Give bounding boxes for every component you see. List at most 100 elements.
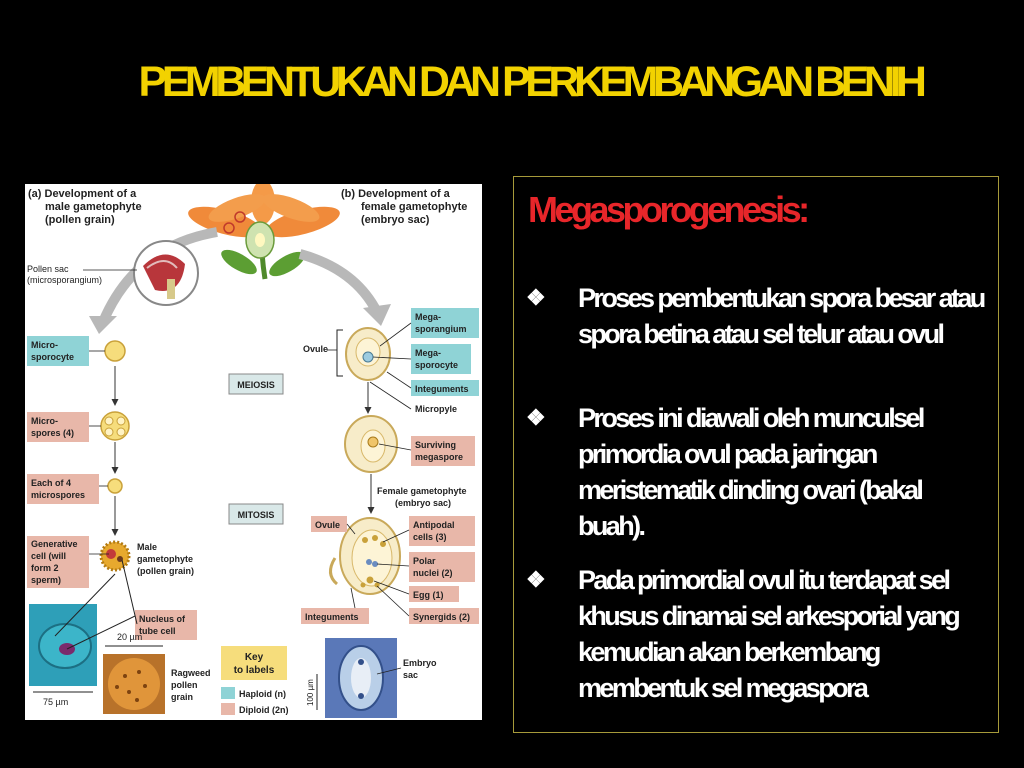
svg-text:75 µm: 75 µm	[43, 697, 68, 707]
svg-text:(embryo sac): (embryo sac)	[395, 498, 451, 508]
svg-text:Nucleus of: Nucleus of	[139, 614, 186, 624]
each-microspore-label-box	[27, 474, 99, 504]
svg-text:form 2: form 2	[31, 563, 59, 573]
gametophyte-development-figure: (a) Development of a male gametophyte (p…	[25, 184, 482, 720]
microsporocyte-cell	[104, 340, 126, 362]
svg-text:grain: grain	[171, 692, 193, 702]
svg-text:Generative: Generative	[31, 539, 78, 549]
svg-text:microspores: microspores	[31, 490, 85, 500]
svg-text:(a) Development of a: (a) Development of a	[28, 188, 137, 200]
svg-text:(microsporangium): (microsporangium)	[27, 275, 102, 285]
svg-text:Diploid (2n): Diploid (2n)	[239, 705, 289, 715]
svg-text:gametophyte: gametophyte	[137, 554, 193, 564]
svg-text:megaspore: megaspore	[415, 452, 463, 462]
svg-text:MEIOSIS: MEIOSIS	[237, 380, 275, 390]
svg-text:female gametophyte: female gametophyte	[361, 201, 467, 213]
antipodal-label-box	[409, 516, 475, 546]
svg-text:Each of 4: Each of 4	[31, 478, 71, 488]
svg-text:Haploid (n): Haploid (n)	[239, 689, 286, 699]
generative-cell-label-box	[27, 536, 89, 588]
bullet-text: Proses ini diawali oleh munculsel primor…	[578, 403, 925, 541]
male-title: (a) Development of a male gametophyte (p…	[28, 188, 142, 226]
svg-text:Mega-: Mega-	[415, 312, 441, 322]
slide-title: PEMBENTUKAN DAN PERKEMBANGAN BENIH	[138, 58, 927, 106]
svg-text:to labels: to labels	[234, 665, 275, 676]
diploid-swatch	[221, 703, 235, 715]
svg-text:Polar: Polar	[413, 556, 436, 566]
integuments-label-box-2	[301, 608, 369, 624]
svg-text:sporocyte: sporocyte	[31, 352, 74, 362]
svg-text:Micro-: Micro-	[31, 340, 58, 350]
haploid-swatch	[221, 687, 235, 699]
svg-text:(embryo sac): (embryo sac)	[361, 214, 430, 226]
svg-text:Male: Male	[137, 542, 157, 552]
svg-text:(pollen grain): (pollen grain)	[137, 566, 194, 576]
svg-text:Ovule: Ovule	[303, 344, 328, 354]
nucleus-tube-label-box	[135, 610, 197, 640]
svg-text:Female gametophyte: Female gametophyte	[377, 486, 467, 496]
diamond-bullet-icon: ❖	[526, 405, 546, 430]
bullet-text: Proses pembentukan spora besar atau spor…	[578, 283, 986, 349]
male-gametophyte-label: Male gametophyte (pollen grain)	[137, 542, 194, 576]
svg-text:Antipodal: Antipodal	[413, 520, 455, 530]
svg-text:Key: Key	[245, 652, 264, 663]
pollen-sac-label: Pollen sac (microsporangium)	[27, 264, 102, 285]
svg-text:pollen: pollen	[171, 680, 198, 690]
surviving-megaspore-label-box	[411, 436, 475, 466]
bullet-item: ❖ Pada primordial ovul itu terdapat sel …	[526, 562, 988, 706]
bullet-text: Pada primordial ovul itu terdapat sel kh…	[578, 565, 961, 703]
micropyle-label: Micropyle	[415, 404, 457, 414]
svg-text:(pollen grain): (pollen grain)	[45, 214, 115, 226]
svg-text:male gametophyte: male gametophyte	[45, 201, 142, 213]
svg-text:Micro-: Micro-	[31, 416, 58, 426]
ragweed-pollen-micrograph	[103, 654, 165, 714]
pollen-micrograph	[29, 604, 97, 686]
lily-flower-illustration	[188, 184, 340, 280]
key-to-labels: Key to labels Haploid (n) Diploid (2n)	[221, 646, 289, 715]
svg-text:spores (4): spores (4)	[31, 428, 74, 438]
svg-text:cell (will: cell (will	[31, 551, 66, 561]
svg-text:(b) Development of a: (b) Development of a	[341, 188, 451, 200]
ovule-illustration	[345, 327, 391, 381]
svg-text:sporocyte: sporocyte	[415, 360, 458, 370]
svg-text:sperm): sperm)	[31, 575, 61, 585]
mitosis-label-box	[228, 503, 284, 525]
meiosis-label-box	[228, 373, 284, 395]
megasporangium-label-box	[411, 308, 479, 338]
diamond-bullet-icon: ❖	[526, 567, 546, 592]
male-gametophyte-illustration	[99, 540, 131, 572]
ragweed-label: Ragweed pollen grain	[171, 668, 211, 702]
svg-text:Ovule: Ovule	[315, 520, 340, 530]
svg-text:Surviving: Surviving	[415, 440, 456, 450]
bullet-item: ❖ Proses pembentukan spora besar atau sp…	[526, 280, 988, 352]
embryo-sac-label: Embryo sac	[403, 658, 437, 680]
svg-text:Ragweed: Ragweed	[171, 668, 211, 678]
svg-text:sporangium: sporangium	[415, 324, 467, 334]
microspore-tetrad	[100, 411, 130, 441]
diamond-bullet-icon: ❖	[526, 285, 546, 310]
female-title: (b) Development of a female gametophyte …	[341, 188, 467, 226]
svg-text:MITOSIS: MITOSIS	[238, 510, 275, 520]
surviving-megaspore-illustration	[344, 415, 398, 473]
synergids-label-box	[409, 608, 479, 624]
textbox-heading: Megasporogenesis:	[528, 189, 810, 230]
svg-text:nuclei (2): nuclei (2)	[413, 568, 453, 578]
megasporocyte-label-box	[411, 344, 471, 374]
svg-text:100 µm: 100 µm	[306, 679, 315, 706]
svg-text:Embryo: Embryo	[403, 658, 437, 668]
microsporocyte-label-box	[27, 336, 89, 366]
svg-text:Pollen sac: Pollen sac	[27, 264, 69, 274]
microspores-label-box	[27, 412, 89, 442]
svg-text:Mega-: Mega-	[415, 348, 441, 358]
svg-text:Synergids (2): Synergids (2)	[413, 612, 470, 622]
female-gametophyte-label: Female gametophyte (embryo sac)	[377, 486, 467, 508]
egg-label-box	[409, 586, 459, 602]
svg-text:Integuments: Integuments	[415, 384, 469, 394]
megasporogenesis-textbox: Megasporogenesis: ❖ Proses pembentukan s…	[513, 176, 999, 733]
svg-text:Egg (1): Egg (1)	[413, 590, 444, 600]
embryo-sac-ovule-illustration	[329, 517, 401, 595]
bullet-item: ❖ Proses ini diawali oleh munculsel prim…	[526, 400, 988, 544]
pollen-sac-illustration	[133, 240, 199, 306]
svg-text:20 µm: 20 µm	[117, 632, 142, 642]
svg-text:sac: sac	[403, 670, 418, 680]
